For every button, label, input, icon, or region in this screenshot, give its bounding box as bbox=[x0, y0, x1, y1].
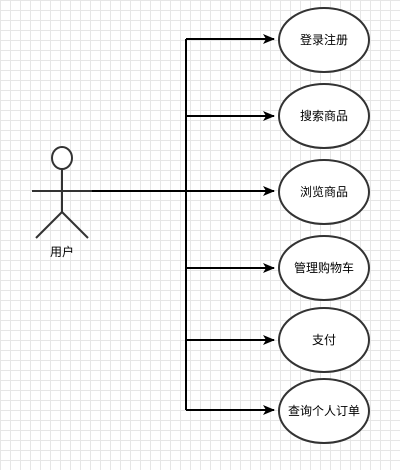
use-case-6-label: 查询个人订单 bbox=[287, 404, 360, 418]
use-case-4-ellipse bbox=[278, 235, 370, 301]
use-case-4-label: 管理购物车 bbox=[293, 261, 354, 275]
use-case-5-ellipse bbox=[278, 307, 370, 373]
use-case-1-label: 登录注册 bbox=[299, 33, 348, 47]
use-case-3-ellipse bbox=[278, 159, 370, 225]
actor-left-leg bbox=[35, 211, 63, 239]
use-case-6-ellipse bbox=[278, 378, 370, 444]
use-case-1-ellipse bbox=[278, 7, 370, 73]
use-case-2-ellipse bbox=[278, 83, 370, 149]
actor-figure bbox=[32, 146, 92, 239]
connector-lines bbox=[92, 34, 275, 415]
use-case-3-label: 浏览商品 bbox=[299, 185, 348, 199]
actor-head bbox=[51, 146, 73, 170]
actor-right-leg bbox=[61, 211, 89, 239]
use-case-2-label: 搜索商品 bbox=[299, 109, 348, 123]
use-case-5-label: 支付 bbox=[311, 333, 336, 347]
use-case-ellipses bbox=[278, 7, 370, 444]
actor-label: 用户 bbox=[49, 245, 74, 259]
